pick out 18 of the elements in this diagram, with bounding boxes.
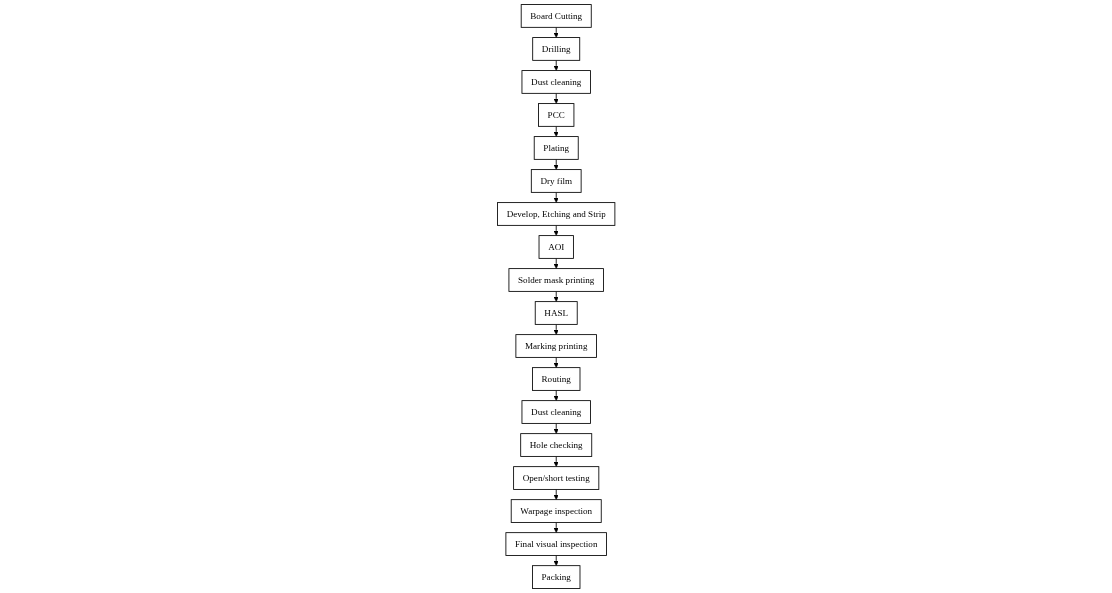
- node-box: Dry film: [530, 169, 582, 193]
- node-box: Packing: [531, 565, 581, 589]
- node-box: Marking printing: [515, 334, 597, 358]
- node-box: Solder mask printing: [508, 268, 604, 292]
- node-box: Routing: [531, 367, 581, 391]
- node-box: Develop, Etching and Strip: [496, 202, 616, 226]
- node-box: Plating: [533, 136, 579, 160]
- node-box: Open/short testing: [512, 466, 600, 490]
- node-box: Warpage inspection: [510, 499, 602, 523]
- node-box: Drilling: [532, 37, 580, 61]
- node-box: Final visual inspection: [505, 532, 607, 556]
- node-box: Dust cleaning: [521, 400, 591, 424]
- node-box: PCC: [537, 103, 575, 127]
- node-box: Hole checking: [520, 433, 592, 457]
- node-box: HASL: [534, 301, 578, 325]
- node-box: Dust cleaning: [521, 70, 591, 94]
- node-box: AOI: [538, 235, 574, 259]
- node-box: Board Cutting: [520, 4, 592, 28]
